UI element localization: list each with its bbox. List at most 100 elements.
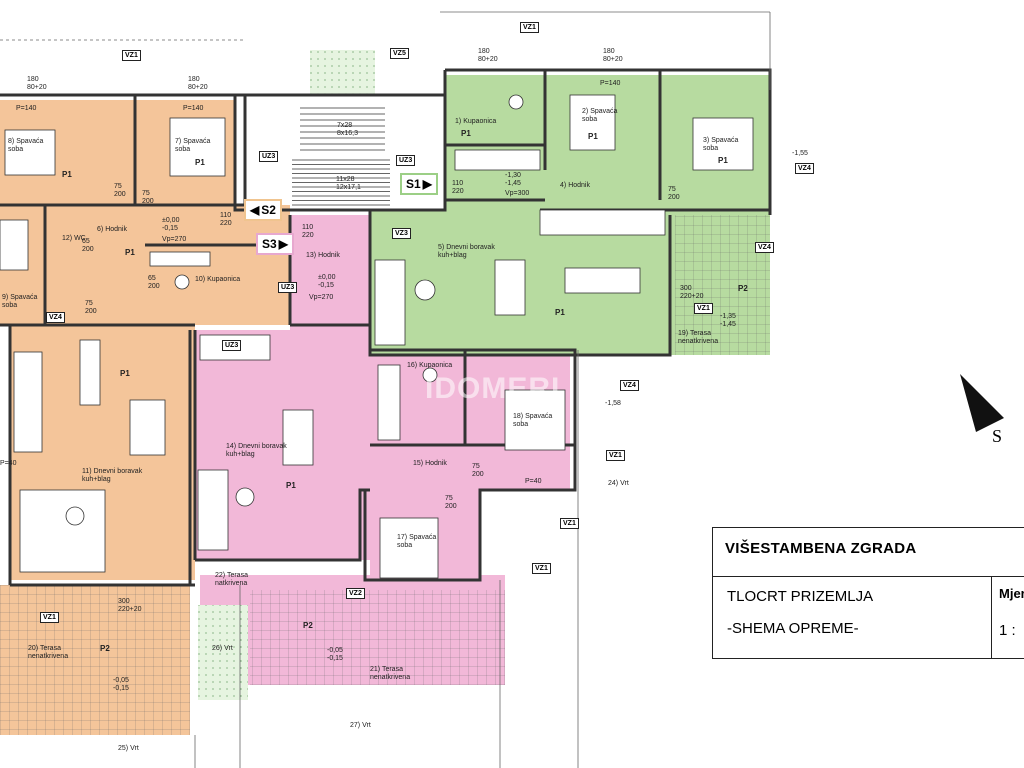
window-tag: VZ4	[795, 163, 814, 174]
drawing-subtitle: -SHEMA OPREME-	[727, 620, 859, 637]
drawing-title: TLOCRT PRIZEMLJA	[727, 588, 874, 605]
project-title: VIŠESTAMBENA ZGRADA	[725, 540, 917, 557]
kitchen-11	[13, 351, 43, 453]
window-tag: VZ3	[392, 228, 411, 239]
play-icon: ▶	[278, 237, 288, 251]
room-label-26: 26) Vrt	[212, 645, 233, 652]
room-label-16: 16) Kupaonica	[407, 362, 453, 369]
unit-tag: P2	[738, 284, 748, 293]
sofa-5	[374, 259, 406, 346]
level-mark: -1,30-1,45	[505, 172, 521, 187]
scale-label: Mjer	[999, 586, 1024, 601]
table-5	[494, 259, 526, 316]
back-icon: ◀	[250, 203, 260, 217]
section-s3-marker: S3 ▶	[256, 233, 294, 255]
bed-8	[4, 129, 56, 176]
level-mark: -1,58	[605, 400, 621, 407]
unit-tag: P1	[588, 132, 598, 141]
kitchen-14	[199, 334, 271, 361]
window-tag: VZ1	[40, 612, 59, 623]
unit-tag: P2	[100, 644, 110, 653]
door-tag: UZ3	[222, 340, 242, 351]
room-label-10: 10) Kupaonica	[195, 276, 241, 283]
vp-mark: Vp=270	[309, 294, 334, 301]
stairs	[292, 107, 390, 206]
window-tag: VZ1	[560, 518, 579, 529]
north-label: S	[992, 426, 1003, 446]
level-mark: ±0,00-0,15	[318, 274, 336, 289]
bed-18	[504, 389, 566, 451]
bed-3	[692, 117, 754, 171]
exterior-lines	[0, 11, 771, 768]
window-tag: VZ4	[620, 380, 639, 391]
section-s1-label: S1	[406, 177, 421, 191]
scale-value: 1 :	[999, 622, 1016, 639]
vp-mark: Vp=270	[162, 236, 187, 243]
unit-tag: P1	[718, 156, 728, 165]
sofa-11	[19, 489, 106, 573]
bed-7	[169, 117, 226, 177]
room-label-6: 6) Hodnik	[97, 226, 127, 233]
window-tag: VZ4	[46, 312, 65, 323]
sill-label: P=40	[525, 478, 542, 485]
room-label-1: 1) Kupaonica	[455, 118, 497, 125]
window-tag: VZ2	[346, 588, 365, 599]
unit-tag: P1	[125, 248, 135, 257]
bed-9	[0, 219, 29, 271]
island-5	[564, 267, 641, 294]
window-tag: VZ1	[606, 450, 625, 461]
terrace-19-grid	[675, 215, 770, 355]
room-label-12: 12) WC	[62, 235, 86, 242]
window-tag: VZ1	[520, 22, 539, 33]
title-divider	[713, 576, 1024, 577]
unit-tag: P1	[461, 129, 471, 138]
level-mark: ±0,00-0,15	[162, 217, 180, 232]
level-mark: -1,35-1,45	[720, 313, 736, 328]
furniture	[0, 94, 754, 579]
door-tag: UZ3	[259, 151, 279, 162]
bed-2	[569, 94, 616, 151]
room-label-24: 24) Vrt	[608, 480, 629, 487]
unit-tag: P1	[195, 158, 205, 167]
room-label-13: 13) Hodnik	[306, 252, 340, 259]
window-tag: VZ1	[532, 563, 551, 574]
room-label-27: 27) Vrt	[350, 722, 371, 729]
section-s3-label: S3	[262, 237, 277, 251]
sofa-14	[197, 469, 229, 551]
section-s1-marker: S1 ▶	[400, 173, 438, 195]
watermark-logo: IDOMERI	[425, 372, 561, 405]
section-s2-marker: ◀ S2	[244, 199, 282, 221]
terrace-21-grid	[250, 590, 505, 685]
room-label-15: 15) Hodnik	[413, 460, 447, 467]
sill-label: P=140	[600, 80, 621, 87]
door-tag: UZ3	[396, 155, 416, 166]
door-tag: UZ3	[278, 282, 298, 293]
kitchen-5	[539, 209, 666, 236]
sill-label: P=140	[183, 105, 204, 112]
